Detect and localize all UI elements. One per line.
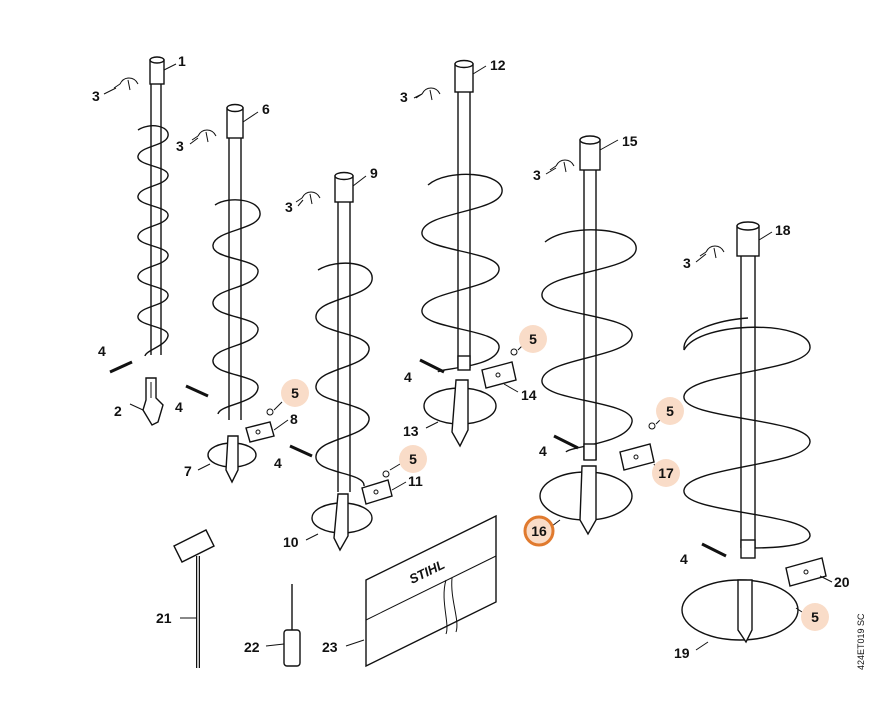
- clip-3d[interactable]: [415, 87, 441, 101]
- callout-4e[interactable]: 4: [539, 443, 547, 459]
- tip-2[interactable]: [142, 377, 164, 426]
- cutter-20[interactable]: [785, 557, 827, 587]
- auger-9[interactable]: [315, 171, 373, 493]
- bolt-4e[interactable]: [553, 434, 579, 450]
- callout-6[interactable]: 6: [262, 101, 270, 117]
- callout-1[interactable]: 1: [178, 53, 186, 69]
- highlight-badge-5d: [656, 397, 684, 425]
- auger-1[interactable]: [137, 56, 169, 357]
- callout-4f[interactable]: 4: [680, 551, 688, 567]
- reference-code: 424ET019 SC: [856, 613, 866, 670]
- callout-12[interactable]: 12: [490, 57, 506, 73]
- blade-16[interactable]: [539, 465, 633, 536]
- callout-19[interactable]: 19: [674, 645, 690, 661]
- bolt-4c[interactable]: [289, 444, 313, 458]
- screw-5a[interactable]: [266, 408, 274, 416]
- clip-3f[interactable]: [699, 245, 725, 259]
- callout-18[interactable]: 18: [775, 222, 791, 238]
- clip-3b[interactable]: [191, 129, 217, 143]
- callout-4b[interactable]: 4: [175, 399, 183, 415]
- callout-4d[interactable]: 4: [404, 369, 412, 385]
- highlight-badge-5c: [519, 325, 547, 353]
- highlight-badge-5b: [399, 445, 427, 473]
- screwdriver-22[interactable]: [283, 584, 301, 667]
- highlight-badge-5e: [801, 603, 829, 631]
- selected-callout[interactable]: 16: [523, 515, 561, 547]
- callout-14[interactable]: 14: [521, 387, 537, 403]
- cutter-11[interactable]: [361, 479, 393, 505]
- bolt-4f[interactable]: [701, 542, 727, 558]
- bolt-4b[interactable]: [185, 384, 209, 398]
- highlighted-callouts: 5 5 5 5 5 17: [273, 325, 829, 631]
- clip-3c[interactable]: [295, 191, 321, 205]
- callout-11[interactable]: 11: [408, 473, 423, 489]
- callout-7[interactable]: 7: [184, 463, 192, 479]
- highlight-badge-5a: [281, 379, 309, 407]
- callout-labels: 1 2 3 3 3 3 3 3 4 4 4 4 4 4 6 7 8 9 10 1…: [92, 53, 850, 661]
- wrench-21[interactable]: [173, 529, 215, 668]
- clip-3e[interactable]: [549, 159, 575, 173]
- bolt-4d[interactable]: [419, 358, 445, 374]
- auger-18[interactable]: [683, 221, 811, 559]
- callout-22[interactable]: 22: [244, 639, 260, 655]
- callout-17[interactable]: 17: [658, 465, 674, 481]
- callout-3e[interactable]: 3: [533, 167, 541, 183]
- cutter-17[interactable]: [619, 443, 655, 471]
- screw-5d[interactable]: [648, 422, 656, 430]
- blade-19[interactable]: [681, 579, 799, 644]
- screw-5b[interactable]: [382, 470, 390, 478]
- callout-3d[interactable]: 3: [400, 89, 408, 105]
- blade-7[interactable]: [207, 435, 257, 484]
- callout-13[interactable]: 13: [403, 423, 419, 439]
- screw-5c[interactable]: [510, 348, 518, 356]
- callout-5a[interactable]: 5: [291, 385, 299, 401]
- blade-10[interactable]: [311, 493, 373, 552]
- callout-3a[interactable]: 3: [92, 88, 100, 104]
- callout-10[interactable]: 10: [283, 534, 299, 550]
- callout-23[interactable]: 23: [322, 639, 338, 655]
- callout-8[interactable]: 8: [290, 411, 298, 427]
- callout-3b[interactable]: 3: [176, 138, 184, 154]
- callout-5b[interactable]: 5: [409, 451, 417, 467]
- callout-16[interactable]: 16: [531, 523, 547, 539]
- callout-5c[interactable]: 5: [529, 331, 537, 347]
- selected-ring-16: [523, 515, 555, 547]
- cutter-14[interactable]: [481, 361, 517, 389]
- callout-9[interactable]: 9: [370, 165, 378, 181]
- cutter-8[interactable]: [245, 421, 275, 443]
- callout-20[interactable]: 20: [834, 574, 850, 590]
- callout-3c[interactable]: 3: [285, 199, 293, 215]
- callout-2[interactable]: 2: [114, 403, 122, 419]
- auger-15[interactable]: [541, 135, 637, 461]
- callout-5e[interactable]: 5: [811, 609, 819, 625]
- highlight-badge-17: [652, 459, 680, 487]
- blade-13[interactable]: [423, 379, 497, 448]
- auger-12[interactable]: [421, 59, 503, 373]
- callout-5d[interactable]: 5: [666, 403, 674, 419]
- callout-4a[interactable]: 4: [98, 343, 106, 359]
- tool-bag-23[interactable]: STIHL: [365, 514, 497, 668]
- callout-4c[interactable]: 4: [274, 455, 282, 471]
- callout-15[interactable]: 15: [622, 133, 638, 149]
- callout-3f[interactable]: 3: [683, 255, 691, 271]
- bolt-4a[interactable]: [109, 360, 133, 374]
- auger-6[interactable]: [212, 103, 261, 421]
- callout-21[interactable]: 21: [156, 610, 172, 626]
- clip-3a[interactable]: [113, 77, 139, 91]
